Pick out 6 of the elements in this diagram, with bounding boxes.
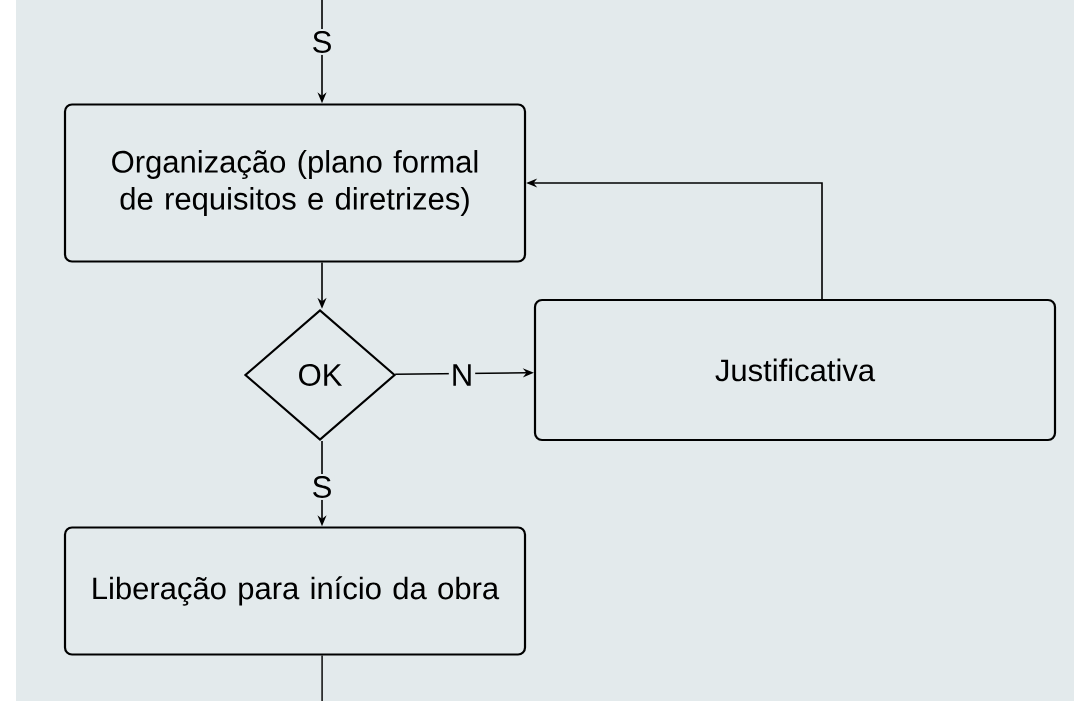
edge-label: N	[448, 362, 476, 388]
process-box: Liberação para início da obra	[63, 526, 527, 656]
edge-label: S	[309, 29, 335, 55]
process-box: Organização (plano formal de requisitos e diretrizes)	[63, 103, 527, 263]
edge-label: S	[309, 474, 335, 500]
process-box: Justificativa	[533, 298, 1057, 442]
